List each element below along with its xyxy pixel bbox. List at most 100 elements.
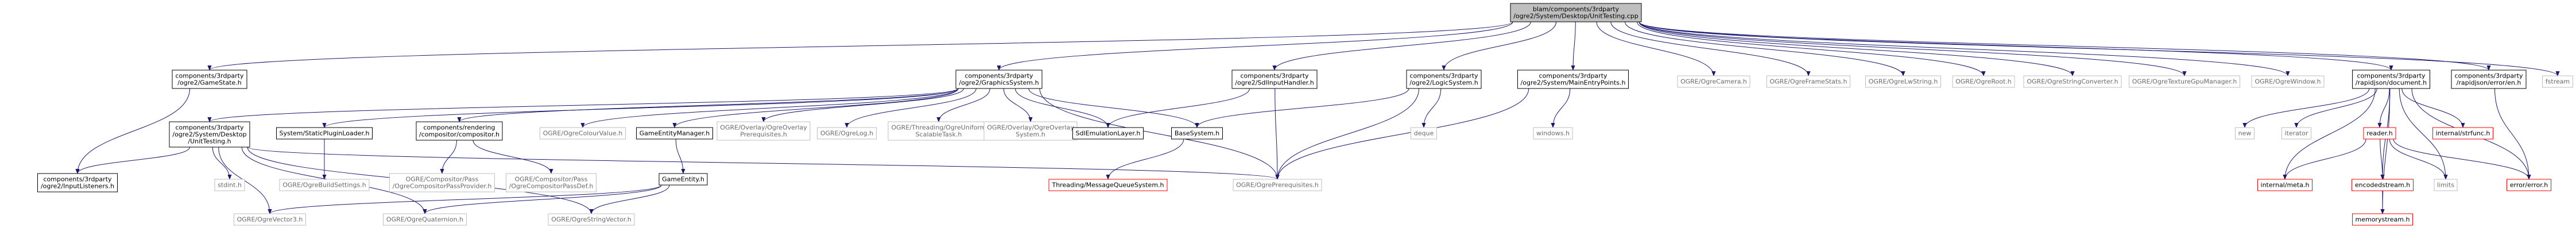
node-sdlemu[interactable]: SdlEmulationLayer.h	[1072, 127, 1144, 140]
node-label: components/3rdparty	[175, 72, 244, 80]
edge-rjdoc-to-new	[2242, 88, 2370, 128]
edge-reader-to-meta	[2283, 138, 2366, 180]
edge-root-to-rjerror	[1638, 21, 2491, 71]
node-box	[1233, 179, 1322, 191]
edge-root-to-strconv	[1638, 21, 2075, 76]
edge-gamestate-to-inputlisteners	[75, 88, 190, 174]
node-label: OGRE/Overlay/OgreOverlay	[987, 124, 1074, 132]
node-logic[interactable]: components/3rdparty/ogre2/LogicSystem.h	[1406, 70, 1482, 89]
node-box	[1865, 75, 1941, 88]
node-unittest-h[interactable]: components/3rdparty/ogre2/System/Desktop…	[169, 121, 250, 148]
edge-graphics-to-staticplugin	[322, 88, 959, 128]
edge-graphics-to-overlayprereq	[761, 88, 964, 122]
node-lwstring: OGRE/OgreLwString.h	[1865, 75, 1941, 88]
node-label: components/rendering	[424, 124, 495, 132]
node-label: OGRE/Compositor/Pass	[515, 176, 588, 183]
edge-logic-to-deque	[1421, 88, 1442, 128]
edge-graphics-to-overlaysys	[1003, 88, 1033, 122]
edge-rjdoc-to-meta	[2283, 88, 2376, 180]
edge-graphics-to-colourvalue	[580, 88, 959, 128]
node-staticplugin[interactable]: System/StaticPluginLoader.h	[276, 127, 373, 140]
node-box	[389, 173, 495, 192]
edge-gameentity-to-vector3	[268, 184, 662, 214]
node-label: windows.h	[1536, 130, 1570, 137]
node-box	[2352, 179, 2414, 191]
node-rjdoc[interactable]: components/3rdparty/rapidjson/document.h	[2352, 70, 2430, 89]
edge-rjdoc-to-limits	[2399, 88, 2448, 180]
node-box	[2432, 127, 2493, 140]
node-errorh[interactable]: error/error.h	[2507, 179, 2551, 191]
edge-graphics-to-gameentitymgr	[672, 88, 959, 128]
node-gameentity[interactable]: GameEntity.h	[658, 173, 708, 186]
node-framestats: OGRE/OgreFrameStats.h	[1767, 75, 1850, 88]
node-iterator: iterator	[2281, 127, 2311, 140]
node-sdlinput[interactable]: components/3rdparty/ogre2/SdlInputHandle…	[1231, 70, 1318, 89]
node-label: Prerequisites.h	[740, 131, 787, 138]
edge-mainentry-to-ogreprereq	[1275, 88, 1529, 180]
node-msgqueue[interactable]: Threading/MessageQueueSystem.h	[1048, 179, 1168, 191]
node-gamestate[interactable]: components/3rdparty/ogre2/GameState.h	[172, 70, 247, 89]
node-label: /ogre2/SdlInputHandler.h	[1235, 79, 1314, 87]
node-label: error/error.h	[2510, 182, 2548, 189]
node-box	[2251, 75, 2325, 88]
node-box	[983, 121, 1078, 141]
node-label: memorystream.h	[2356, 216, 2410, 224]
node-compositor[interactable]: components/rendering/compositor/composit…	[416, 121, 503, 141]
node-box	[1952, 75, 2015, 88]
node-label: /OgreCompositorPassProvider.h	[393, 183, 492, 190]
node-mainentry[interactable]: components/3rdparty/ogre2/System/MainEnt…	[1517, 70, 1629, 89]
node-memorystream[interactable]: memorystream.h	[2352, 213, 2413, 226]
edge-graphics-to-basesystem	[1028, 88, 1199, 128]
edge-sdlinput-to-ogreprereq	[1275, 88, 1280, 180]
node-texgpu: OGRE/OgreTextureGpuManager.h	[2129, 75, 2240, 88]
node-label: BaseSystem.h	[1175, 130, 1219, 137]
edge-rjdoc-to-reader	[2377, 88, 2390, 128]
node-box	[2542, 75, 2573, 88]
node-label: encodedstream.h	[2355, 182, 2410, 189]
node-box	[1406, 70, 1482, 89]
node-label: components/3rdparty	[2454, 72, 2523, 80]
edge-graphics-to-sdlemu	[1015, 88, 1110, 128]
node-box	[2235, 127, 2255, 140]
node-label: components/3rdparty	[175, 124, 244, 132]
node-meta[interactable]: internal/meta.h	[2257, 179, 2312, 191]
dependency-edges	[75, 21, 2560, 214]
node-label: /ogre2/System/MainEntryPoints.h	[1521, 79, 1626, 87]
node-buildsettings: OGRE/OgreBuildSettings.h	[279, 179, 370, 191]
node-encodedstream[interactable]: encodedstream.h	[2352, 179, 2414, 191]
node-box	[2434, 179, 2458, 191]
node-root[interactable]: blam/components/3rdparty/ogre2/System/De…	[1510, 3, 1642, 22]
edge-rjdoc-to-iterator	[2294, 88, 2377, 128]
node-box	[2129, 75, 2240, 88]
node-label: OGRE/Threading/OgreUniform	[891, 124, 986, 132]
edge-root-to-fstream	[1638, 21, 2560, 76]
node-ogreroot: OGRE/OgreRoot.h	[1952, 75, 2015, 88]
edge-root-to-mainentry	[1571, 21, 1576, 71]
node-label: ScalableTask.h	[916, 131, 962, 138]
node-graphics[interactable]: components/3rdparty/ogre2/GraphicsSystem…	[955, 70, 1043, 89]
node-label: System.h	[1016, 131, 1045, 138]
node-label: OGRE/OgreLog.h	[820, 130, 873, 137]
node-label: OGRE/OgreStringVector.h	[551, 216, 632, 224]
node-ogrecamera: OGRE/OgreCamera.h	[1677, 75, 1750, 88]
node-strfunc[interactable]: internal/strfunc.h	[2432, 127, 2493, 140]
node-box	[2257, 179, 2312, 191]
node-label: /ogre2/System/Desktop	[172, 131, 246, 138]
node-basesystem[interactable]: BaseSystem.h	[1171, 127, 1223, 140]
node-rjerror[interactable]: components/3rdparty/rapidjson/error/en.h	[2451, 70, 2527, 89]
edge-root-to-framestats	[1610, 21, 1811, 76]
node-label: components/3rdparty	[1240, 72, 1309, 80]
node-gameentitymgr[interactable]: GameEntityManager.h	[636, 127, 713, 140]
node-label: deque	[1414, 130, 1434, 137]
node-reader[interactable]: reader.h	[2363, 127, 2396, 140]
edge-root-to-ogreroot	[1637, 21, 1986, 76]
edge-graphics-to-ogrelog	[845, 88, 977, 128]
edge-logic-to-ogreprereq	[1275, 88, 1419, 180]
node-inputlisteners[interactable]: components/3rdparty/ogre2/InputListeners…	[37, 173, 118, 192]
node-label: /rapidjson/error/en.h	[2457, 79, 2521, 87]
node-box	[658, 173, 708, 186]
edge-root-to-ogrewindow	[1638, 21, 2290, 76]
